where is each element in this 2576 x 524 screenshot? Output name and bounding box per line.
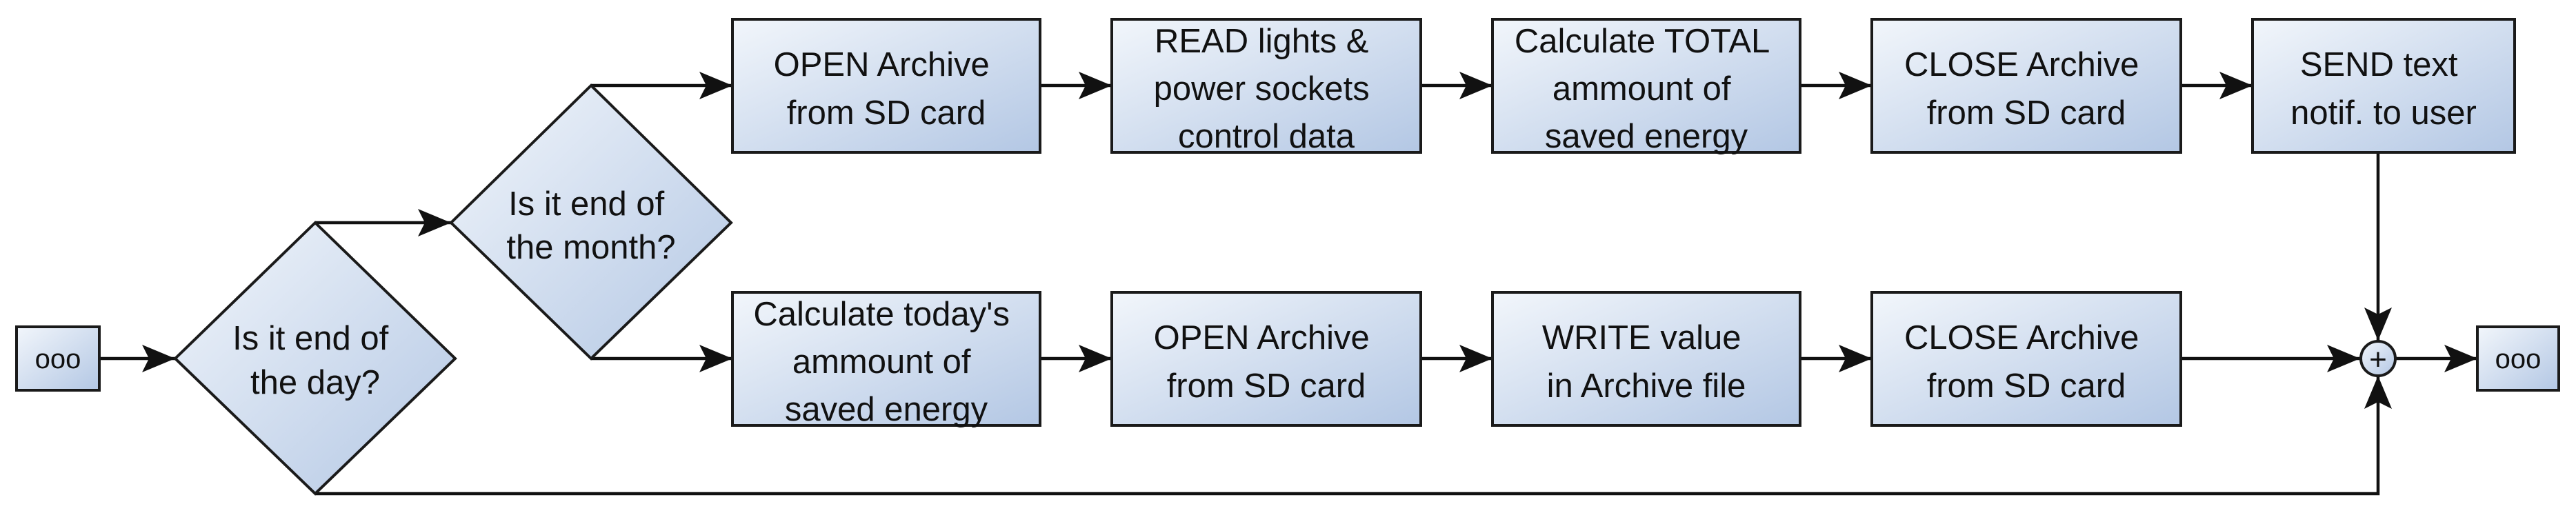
decision-end-of-month-label: Is it end of the month? [506, 185, 675, 266]
step-calculate-today: Calculate today's ammount of saved energ… [731, 291, 1041, 428]
merge-junction: + [2359, 340, 2397, 377]
step-open-archive-daily: OPEN Archive from SD card [1110, 291, 1422, 427]
decision-end-of-day: Is it end of the day? [173, 221, 457, 496]
step-label: OPEN Archive from SD card [1154, 319, 1379, 405]
step-label: OPEN Archive from SD card [774, 46, 999, 132]
decision-line: the day? [250, 364, 380, 401]
step-label: CLOSE Archive from SD card [1904, 46, 2148, 132]
step-read-control-data: READ lights & power sockets control data [1110, 18, 1422, 155]
decision-line: the month? [506, 229, 675, 266]
end-terminal-label: ooo [2495, 344, 2542, 374]
decision-line: Is it end of [508, 185, 664, 223]
end-terminal: ooo [2476, 325, 2560, 392]
step-close-archive-monthly: CLOSE Archive from SD card [1870, 18, 2182, 154]
step-label: READ lights & power sockets control data [1154, 23, 1379, 155]
start-terminal: ooo [15, 325, 101, 392]
decision-line: Is it end of [232, 320, 388, 357]
decision-end-of-month: Is it end of the month? [449, 83, 733, 361]
step-label: WRITE value in Archive file [1542, 319, 1750, 405]
step-close-archive-daily: CLOSE Archive from SD card [1870, 291, 2182, 427]
step-write-value: WRITE value in Archive file [1491, 291, 1801, 427]
start-terminal-label: ooo [35, 344, 81, 374]
edges [99, 72, 2477, 496]
step-open-archive-monthly: OPEN Archive from SD card [731, 18, 1041, 154]
step-send-notification: SEND text notif. to user [2251, 18, 2516, 154]
step-label: CLOSE Archive from SD card [1904, 319, 2148, 405]
step-calculate-total: Calculate TOTAL ammount of saved energy [1491, 18, 1801, 155]
edge-day-no-to-merge [315, 376, 2392, 496]
step-label: Calculate TOTAL ammount of saved energy [1515, 23, 1778, 155]
step-label: SEND text notif. to user [2290, 46, 2477, 132]
step-label: Calculate today's ammount of saved energ… [753, 296, 1019, 428]
merge-plus-icon: + [2369, 343, 2387, 376]
decision-end-of-day-label: Is it end of the day? [232, 320, 398, 401]
